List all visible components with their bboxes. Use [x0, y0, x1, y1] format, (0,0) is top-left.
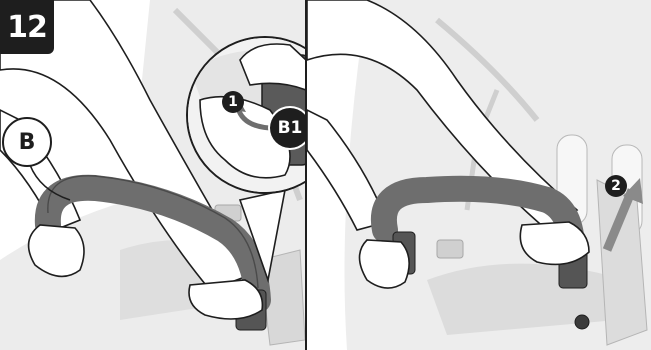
right-illustration [307, 0, 651, 350]
part-label-b: B [2, 117, 52, 167]
action-1-badge: 1 [222, 91, 244, 113]
part-callout-b1: B1 [270, 108, 306, 148]
step-number-badge: 12 [0, 0, 54, 54]
left-hand [360, 240, 410, 288]
action-2-badge: 2 [605, 175, 627, 197]
illustration-panel-right: 2 [307, 0, 651, 350]
right-hand [520, 222, 589, 264]
illustration-panel-left: 12 B 1 B1 [0, 0, 306, 350]
frame-pivot [575, 315, 589, 329]
